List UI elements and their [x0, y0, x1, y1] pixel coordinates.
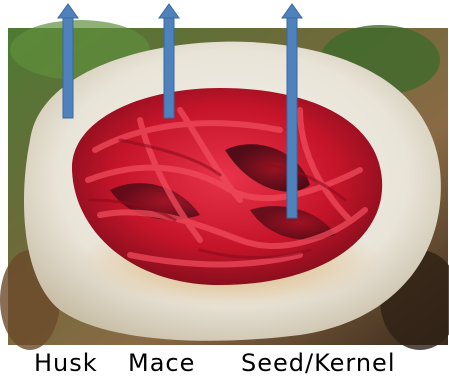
mace-label: Mace	[128, 348, 195, 378]
seed-kernel-label: Seed/Kernel	[241, 348, 395, 378]
husk-label: Husk	[34, 348, 98, 378]
